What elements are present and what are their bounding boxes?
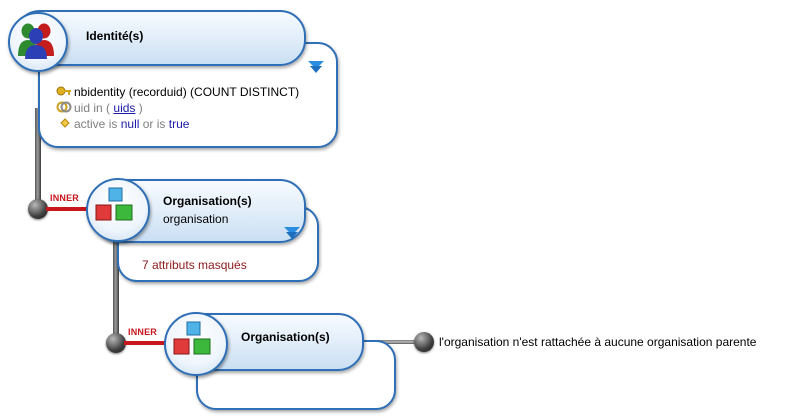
key-icon <box>56 86 71 96</box>
identity-filter-active-row: active is null or is true <box>74 117 189 131</box>
connector-identity-org1 <box>35 108 41 208</box>
org1-title: Organisation(s) <box>163 194 252 208</box>
note-knob-org2[interactable] <box>414 332 434 352</box>
chevron-down-icon[interactable] <box>283 226 301 240</box>
cubes-icon <box>95 187 133 221</box>
join-knob-org2[interactable] <box>106 333 126 353</box>
filter-operator: is <box>156 117 166 131</box>
filter-diamond-icon <box>60 118 70 128</box>
filter-value: true <box>168 117 190 131</box>
connector-org2-note <box>358 340 424 344</box>
identity-key-row: nbidentity (recorduid) (COUNT DISTINCT) <box>74 85 300 99</box>
filter-param-link[interactable]: uids <box>113 101 136 115</box>
join-knob-org1[interactable] <box>28 199 48 219</box>
filter-open-paren: ( <box>106 101 111 115</box>
link-icon <box>56 101 72 113</box>
org1-subtitle: organisation <box>163 212 229 226</box>
org2-parent-note: l'organisation n'est rattachée à aucune … <box>439 335 757 349</box>
users-group-icon <box>18 23 54 59</box>
join-line-org2 <box>124 341 172 345</box>
filter-field: uid <box>74 101 91 115</box>
identity-filter-uid-row: uid in ( uids ) <box>74 101 143 115</box>
join-line-org1 <box>46 207 90 211</box>
connector-org1-org2 <box>113 232 119 340</box>
join-type-label-org1: INNER <box>50 193 80 203</box>
join-type-label-org2: INNER <box>128 327 158 337</box>
filter-field: active <box>74 117 106 131</box>
chevron-down-icon[interactable] <box>307 60 325 74</box>
filter-operator: or <box>142 117 154 131</box>
filter-operator: in <box>93 101 103 115</box>
identity-title: Identité(s) <box>86 29 144 43</box>
filter-operator: is <box>108 117 118 131</box>
org2-title: Organisation(s) <box>241 330 330 344</box>
filter-close-paren: ) <box>138 101 143 115</box>
filter-value: null <box>120 117 140 131</box>
cubes-icon <box>173 321 211 355</box>
org1-hidden-attributes[interactable]: 7 attributs masqués <box>142 258 247 272</box>
